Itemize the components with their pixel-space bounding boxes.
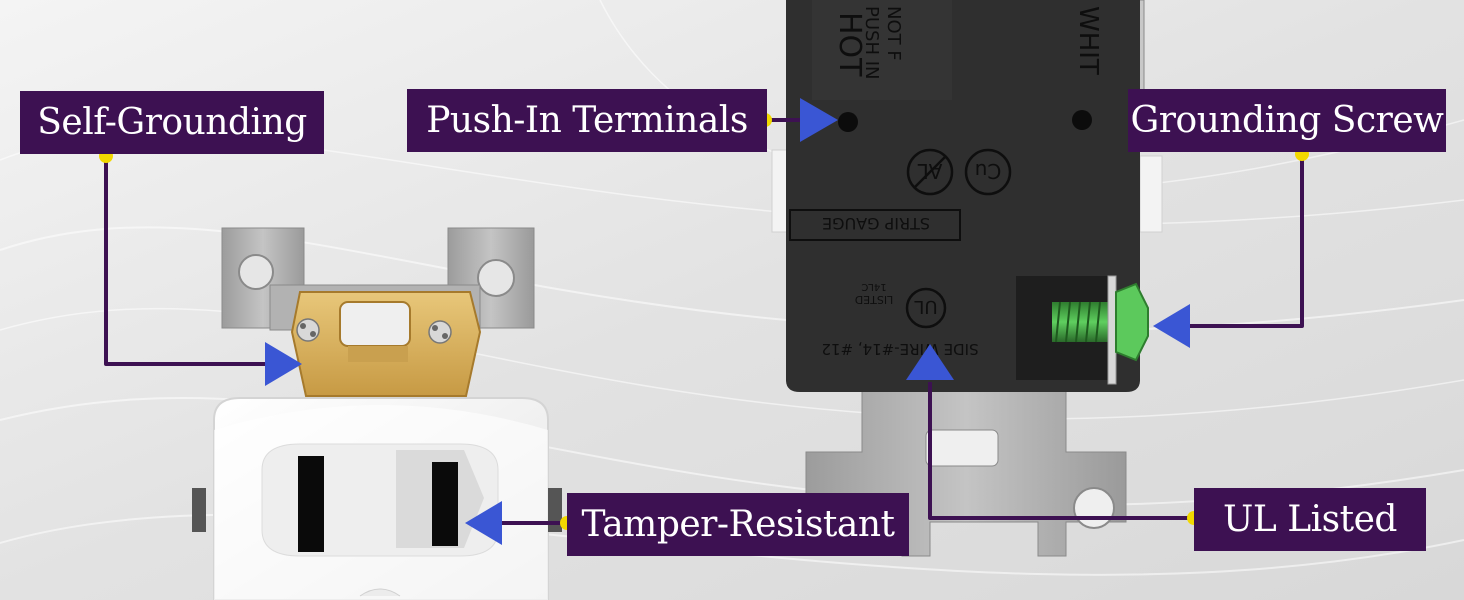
marking-hot: HOT <box>832 12 867 77</box>
marking-cu: Cu <box>975 159 1002 183</box>
leader-grounding-screw <box>1190 154 1304 328</box>
marking-ul: UL <box>914 296 937 317</box>
push-in-hole-hot <box>838 112 858 132</box>
arrowheads <box>265 98 1190 545</box>
callout-self-grounding: Self-Grounding <box>20 91 324 154</box>
marking-white: WHIT <box>1073 6 1103 75</box>
mount-hole-right <box>477 259 515 297</box>
marking-al: AL <box>917 159 943 183</box>
clip-screw-left <box>296 318 320 342</box>
push-in-hole-neutral <box>1072 110 1092 130</box>
marking-listed: LISTED <box>855 293 894 306</box>
leader-lines <box>104 118 1304 525</box>
receptacle-front-view <box>192 227 562 600</box>
arrow-push-in-icon <box>800 98 838 142</box>
leader-ul-listed <box>928 382 1194 520</box>
tamper-resistant-slot-right <box>432 462 458 546</box>
mount-hole-left <box>238 254 274 290</box>
arrow-self-grounding-icon <box>265 342 302 386</box>
ground-hole-top <box>359 588 401 597</box>
callout-tamper-resistant: Tamper-Resistant <box>567 493 909 556</box>
side-tab <box>1139 155 1163 233</box>
clip-window <box>339 301 411 347</box>
callout-grounding-screw: Grounding Screw <box>1128 89 1446 152</box>
ul-mark: UL LISTED 14LC <box>855 281 947 329</box>
callout-ul-listed: UL Listed <box>1194 488 1426 551</box>
receptacle-back-view: HOT PUSH IN NOT F WHIT AL Cu STRIP GAUGE… <box>771 0 1163 557</box>
clip-tab <box>348 346 408 362</box>
leader-self-grounding <box>104 156 268 366</box>
clip-screw-right <box>428 320 452 344</box>
arrow-tamper-resistant-icon <box>465 501 502 545</box>
tamper-resistant-slot-left <box>298 456 324 552</box>
strap-hole <box>1073 487 1115 529</box>
side-tab-left <box>192 488 206 532</box>
strip-gauge: STRIP GAUGE <box>789 209 961 241</box>
side-tab-right <box>548 488 562 532</box>
al-cu-marking: AL Cu <box>906 148 1012 196</box>
arrow-ul-listed-icon <box>906 344 954 380</box>
marking-not-for: NOT F <box>883 6 904 61</box>
marking-strip-gauge: STRIP GAUGE <box>822 214 930 233</box>
body-markings: HOT PUSH IN NOT F WHIT <box>832 6 1103 80</box>
marking-push-in: PUSH IN <box>861 6 882 80</box>
callout-push-in-terminals: Push-In Terminals <box>407 89 767 152</box>
strap-slot <box>925 429 999 467</box>
marking-side-wire: SIDE WIRE-#14, #12 <box>821 340 978 358</box>
grounding-screw <box>1052 275 1149 385</box>
arrow-grounding-screw-icon <box>1153 304 1190 348</box>
marking-listed-code: 14LC <box>861 281 886 292</box>
